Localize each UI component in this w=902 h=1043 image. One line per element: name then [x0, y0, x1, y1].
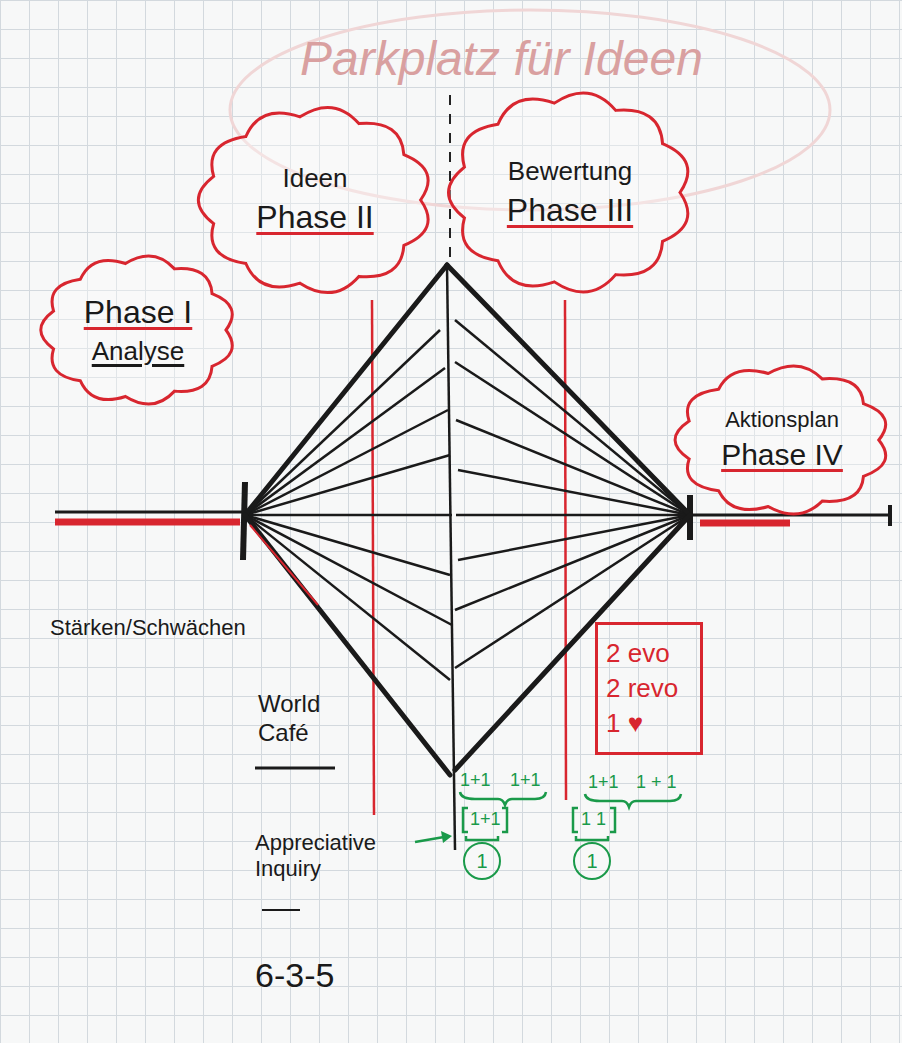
- vote-box: 2 evo 2 revo 1 ♥: [595, 622, 703, 755]
- convergence-fan: [455, 320, 690, 668]
- count-label: 1+1: [588, 772, 619, 794]
- double-diamond: [245, 265, 690, 775]
- count-number: 1: [586, 849, 597, 873]
- phase-divider: [372, 300, 374, 815]
- phase-cloud: BewertungPhase III: [445, 85, 695, 300]
- phase-cloud: Phase I Analyse: [38, 250, 238, 410]
- timeline-red: [700, 520, 790, 527]
- arrowhead: [441, 831, 452, 843]
- cloud-text: Phase II: [256, 198, 373, 236]
- timeline-tick: [888, 505, 892, 526]
- count-label: 1+1: [510, 770, 541, 792]
- red-stroke: [250, 525, 318, 605]
- method-label: Appreciative Inquiry: [255, 830, 420, 883]
- center-line: [447, 265, 455, 850]
- count-number: 1: [476, 849, 487, 873]
- cloud-text: Phase I: [84, 293, 193, 331]
- cloud-text: Ideen: [282, 163, 347, 194]
- divergence-fan: [245, 330, 452, 680]
- green-brackets: [415, 792, 681, 842]
- timeline-red: [55, 519, 240, 526]
- count-circle: 1: [463, 842, 501, 880]
- timeline: [55, 511, 245, 514]
- phase-divider: [565, 300, 566, 800]
- count-label: 1+1: [470, 809, 501, 831]
- node-content: 2 evo 2 revo 1 ♥: [598, 625, 700, 752]
- count-label: 1 + 1: [636, 772, 677, 794]
- count-label: 1 1: [581, 809, 606, 831]
- vote-text: 2 evo: [606, 638, 670, 669]
- node-content: Phase I Analyse: [38, 250, 238, 410]
- vote-text: 1 ♥: [606, 708, 643, 739]
- watermark: Parkplatz für Ideen: [300, 30, 703, 88]
- node-content: IdeenPhase II: [195, 100, 435, 300]
- method-label: World Café: [258, 690, 353, 748]
- cloud-text: Phase IV: [721, 437, 843, 473]
- node-content: BewertungPhase III: [445, 85, 695, 300]
- node-content: 1: [465, 844, 499, 878]
- cloud-text: Aktionsplan: [725, 407, 839, 433]
- count-circle: 1: [573, 842, 611, 880]
- cloud-text: Analyse: [92, 336, 185, 367]
- note-text: Stärken/Schwächen: [50, 615, 246, 641]
- count-label: 1+1: [460, 770, 491, 792]
- vote-text: 2 revo: [606, 673, 678, 704]
- phase-cloud: IdeenPhase II: [195, 100, 435, 300]
- node-content: 1: [575, 844, 609, 878]
- timeline-tick: [243, 482, 245, 560]
- label-underline: [262, 909, 300, 911]
- cloud-text: Bewertung: [508, 156, 632, 187]
- cloud-text: Phase III: [507, 191, 633, 229]
- node-content: AktionsplanPhase IV: [672, 360, 892, 520]
- phase-cloud: AktionsplanPhase IV: [672, 360, 892, 520]
- method-label: 6-3-5: [255, 955, 334, 996]
- label-underline: [255, 767, 335, 770]
